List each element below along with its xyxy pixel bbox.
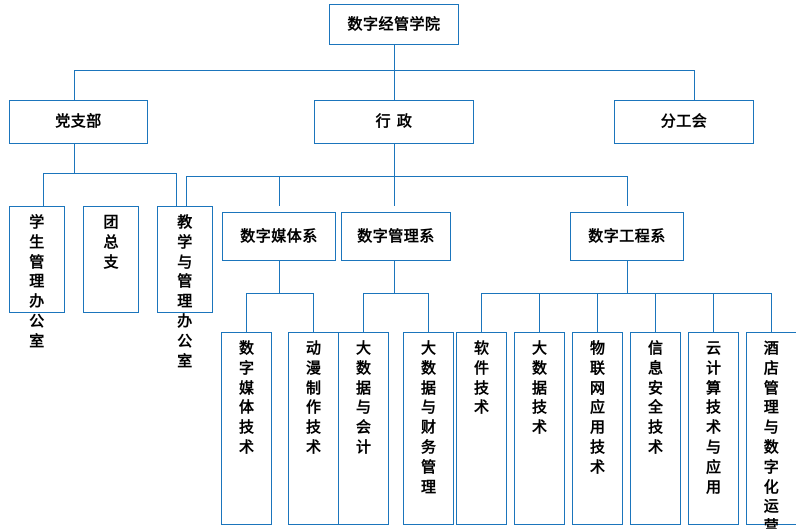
node-major-cloud-computing-tech[interactable]: 云计算技术与应用 [688,332,739,525]
connector-drop-animation-tech [313,293,314,332]
node-digital-engineering-dept[interactable]: 数字工程系 [570,212,684,261]
connector-root-stem [394,45,395,70]
connector-drop-union [694,70,695,100]
connector-admin-bus [186,176,627,177]
node-party-branch[interactable]: 党支部 [9,100,148,144]
node-label: 大数据与财务管理 [421,339,437,496]
connector-level2-bus [74,70,694,71]
node-major-animation-production-tech[interactable]: 动漫制作技术 [288,332,339,525]
node-digital-media-dept[interactable]: 数字媒体系 [222,212,336,261]
node-major-big-data-accounting[interactable]: 大数据与会计 [338,332,389,525]
node-label: 物联网应用技术 [590,339,606,476]
node-college-root[interactable]: 数字经管学院 [329,4,459,45]
node-label: 数字工程系 [588,226,666,245]
node-label: 信息安全技术 [648,339,664,456]
connector-drop-party [74,70,75,100]
node-major-software-tech[interactable]: 软件技术 [456,332,507,525]
node-major-information-security-tech[interactable]: 信息安全技术 [630,332,681,525]
connector-media-stem [279,261,280,293]
connector-drop-cloud-computing [713,293,714,332]
node-major-iot-application-tech[interactable]: 物联网应用技术 [572,332,623,525]
connector-drop-big-data-tech [539,293,540,332]
node-youth-league[interactable]: 团总支 [83,206,139,313]
node-label: 分工会 [660,112,708,131]
node-union-branch[interactable]: 分工会 [614,100,754,144]
node-label: 酒店管理与数字化运营 [763,339,780,529]
connector-drop-info-security [655,293,656,332]
node-label: 数字媒体系 [240,226,318,245]
node-label: 党支部 [55,112,102,131]
node-major-hotel-management-digital-ops[interactable]: 酒店管理与数字化运营 [746,332,796,529]
connector-drop-teaching-office [186,176,187,206]
node-administration[interactable]: 行 政 [314,100,474,144]
node-label: 数字经管学院 [347,14,441,33]
node-major-big-data-tech[interactable]: 大数据技术 [514,332,565,525]
node-label: 云计算技术与应用 [706,339,722,496]
connector-drop-software-tech [481,293,482,332]
node-label: 大数据与会计 [356,339,372,456]
connector-party-bus [43,173,176,174]
node-major-digital-media-tech[interactable]: 数字媒体技术 [221,332,272,525]
connector-engineering-bus [481,293,771,294]
connector-drop-hotel-management [771,293,772,332]
node-teaching-admin-office[interactable]: 教学与管理办公室 [157,206,213,370]
connector-drop-iot-tech [597,293,598,332]
node-student-affairs-office[interactable]: 学生管理办公室 [9,206,65,350]
connector-drop-big-data-finance [428,293,429,332]
connector-media-bus [246,293,313,294]
node-digital-management-dept[interactable]: 数字管理系 [341,212,451,261]
connector-drop-management-dept [394,176,395,206]
connector-drop-engineering-dept [627,176,628,206]
node-label: 动漫制作技术 [306,339,322,456]
node-label: 行 政 [375,112,413,131]
connector-management-bus [363,293,428,294]
node-label: 学生管理办公室 [29,213,45,350]
connector-drop-admin [394,70,395,100]
connector-drop-media-dept [279,176,280,206]
node-major-big-data-financial-management[interactable]: 大数据与财务管理 [403,332,454,525]
connector-party-stem [74,144,75,173]
connector-drop-student-office [43,173,44,206]
node-label: 团总支 [103,213,120,271]
connector-drop-digital-media-tech [246,293,247,332]
node-label: 软件技术 [474,339,490,417]
node-label: 数字媒体技术 [239,339,255,456]
connector-drop-youth-league [176,173,177,206]
connector-management-stem [394,261,395,293]
node-label: 教学与管理办公室 [177,213,193,370]
connector-engineering-stem [627,261,628,293]
node-label: 数字管理系 [357,226,435,245]
node-label: 大数据技术 [532,339,548,437]
connector-drop-big-data-accounting [363,293,364,332]
connector-admin-stem [394,144,395,176]
